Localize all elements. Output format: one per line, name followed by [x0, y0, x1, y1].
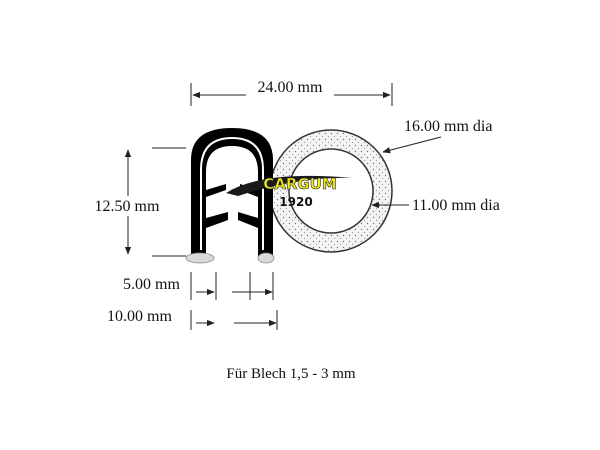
- dimension-bulb-outer: 16.00 mm dia: [382, 118, 492, 154]
- dimension-height: 12.50 mm: [88, 147, 186, 257]
- dimension-channel-width: 5.00 mm: [123, 272, 274, 300]
- logo-year: 1920: [279, 195, 312, 209]
- dimension-profile-width: 10.00 mm: [107, 308, 278, 330]
- bulb-seal: [269, 129, 393, 253]
- channel-width-label: 5.00 mm: [123, 276, 180, 293]
- logo-swoosh: [226, 175, 352, 196]
- dimension-overall-width: 24.00 mm: [190, 76, 393, 106]
- left-foot: [185, 252, 215, 264]
- overall-width-label: 24.00 mm: [258, 79, 323, 96]
- right-fin: [238, 212, 258, 228]
- logo-word: CARGUM: [263, 175, 337, 193]
- profile-outer-u: [191, 128, 273, 262]
- height-label: 12.50 mm: [95, 198, 160, 215]
- bulb-inner-label: 11.00 mm dia: [412, 197, 500, 214]
- bulb-inner-hole: [288, 148, 374, 234]
- cargum-logo: CARGUM 1920: [226, 175, 352, 209]
- clamp-profile: [185, 128, 275, 264]
- profile-inner-core: [200, 136, 264, 250]
- bulb-outer-label: 16.00 mm dia: [404, 118, 492, 135]
- left-fin: [206, 212, 228, 228]
- right-foot: [257, 252, 275, 264]
- left-fin-upper: [206, 184, 226, 197]
- dimension-bulb-inner: 11.00 mm dia: [371, 197, 500, 214]
- caption: Für Blech 1,5 - 3 mm: [226, 366, 355, 382]
- profile-width-label: 10.00 mm: [107, 308, 172, 325]
